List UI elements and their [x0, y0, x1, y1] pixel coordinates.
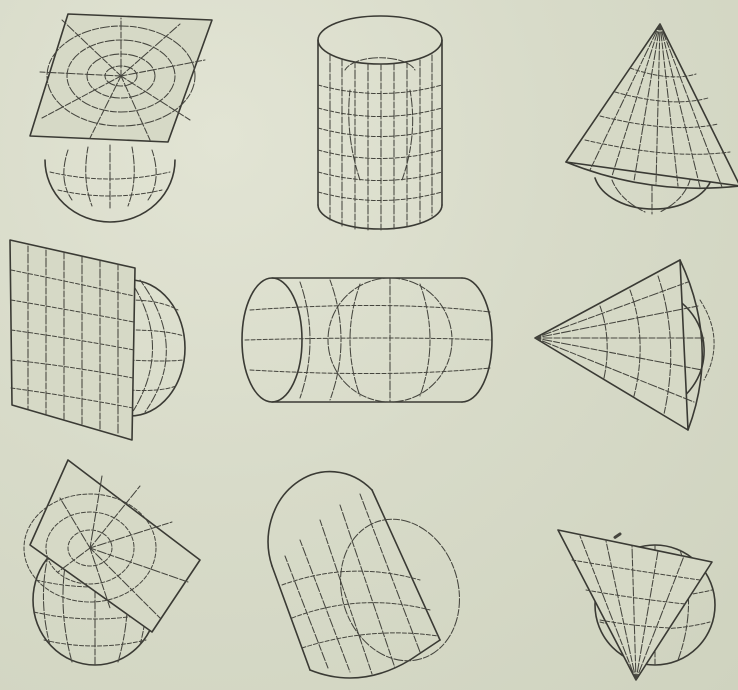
panel-conic-normal: [566, 24, 738, 214]
panel-conic-transverse: [535, 260, 714, 430]
tangent-plane: [30, 14, 212, 142]
cylinder-parallels: [318, 85, 442, 201]
panel-cylindrical-normal: [318, 16, 442, 230]
panel-azimuthal-polar: [30, 14, 212, 222]
panel-conic-oblique: [558, 530, 715, 680]
panel-cylindrical-oblique: [268, 472, 477, 678]
panel-azimuthal-oblique: [24, 460, 200, 665]
sphere: [45, 145, 175, 222]
panel-cylindrical-transverse: [242, 278, 492, 402]
panel-azimuthal-transverse: [10, 240, 185, 440]
cylinder-meridians: [330, 55, 432, 230]
